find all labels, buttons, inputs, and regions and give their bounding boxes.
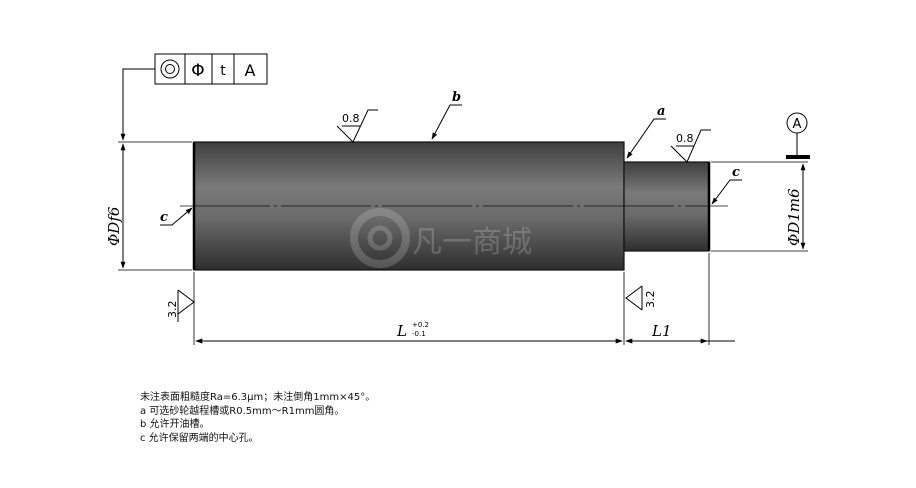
leader-b: b [431, 90, 462, 140]
leader-a-label: a [657, 104, 665, 119]
leader-a: a [626, 104, 666, 159]
right-diameter-label: ΦD1m6 [785, 188, 803, 246]
tolerance-leader [120, 68, 155, 141]
roughness-main-body-value: 0.8 [342, 112, 360, 125]
watermark-logo-icon [350, 208, 410, 268]
leader-b-label: b [452, 90, 461, 105]
roughness-small-end: 0.8 [670, 129, 711, 163]
small-shaft-end [623, 161, 710, 252]
leader-c-right-label: c [732, 165, 740, 180]
roughness-small-end-value: 0.8 [676, 132, 694, 145]
leader-c-left-label: c [160, 210, 168, 225]
length-main-upper-tol: +0.2 [412, 321, 429, 329]
leader-c-right: c [711, 165, 742, 205]
watermark: 凡一商城 [350, 208, 532, 268]
roughness-left-face: 3.2 [166, 289, 195, 322]
left-diameter-label: ΦDf6 [105, 206, 123, 246]
length-main-label: L [396, 322, 407, 340]
roughness-main-body: 0.8 [336, 109, 378, 143]
datum-a-symbol: A [786, 112, 810, 159]
tolerance-frame: Φ t A [154, 53, 268, 85]
roughness-left-face-value: 3.2 [166, 301, 179, 319]
length-main-lower-tol: -0.1 [412, 330, 426, 338]
roughness-shoulder-face-value: 3.2 [644, 291, 657, 309]
tolerance-diameter-symbol: Φ [191, 61, 204, 81]
note-line: b 允许开油槽。 [140, 419, 210, 430]
tolerance-datum: A [245, 61, 256, 80]
watermark-text: 凡一商城 [412, 225, 532, 260]
technical-notes: 未注表面粗糙度Ra=6.3μm；未注倒角1mm×45°。 a 可选砂轮越程槽或R… [140, 391, 375, 445]
leader-c-left: c [160, 207, 193, 226]
tolerance-value: t [220, 63, 226, 79]
length-end-label: L1 [651, 322, 672, 340]
note-line: c 允许保留两端的中心孔。 [140, 432, 259, 444]
note-line: 未注表面粗糙度Ra=6.3μm；未注倒角1mm×45°。 [140, 392, 376, 403]
datum-a-label: A [793, 117, 802, 132]
roughness-shoulder-face: 3.2 [625, 285, 657, 311]
note-line: a 可选砂轮越程槽或R0.5mm～R1mm圆角。 [140, 405, 345, 417]
concentricity-icon [160, 59, 180, 79]
